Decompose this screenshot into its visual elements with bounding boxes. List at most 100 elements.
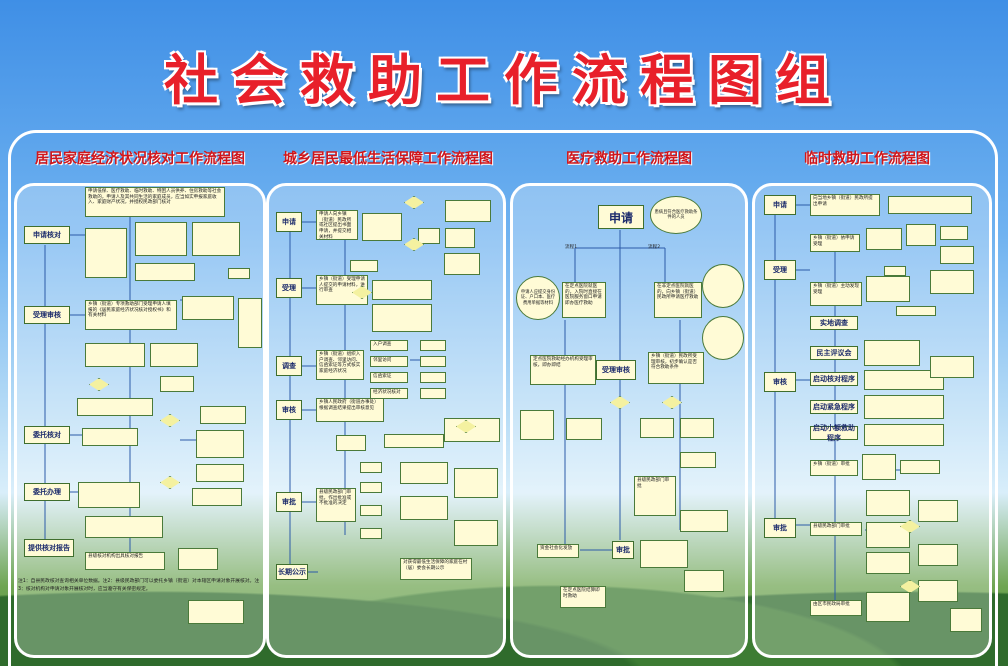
c2-box-o: [360, 528, 382, 539]
c4-box-apply: 向当地乡镇（街道）民政所提出申请: [810, 194, 880, 216]
c3-box-f: [566, 418, 602, 440]
c1-box-s: [178, 548, 218, 570]
c2-box-k: [336, 435, 366, 451]
c1-box-f: [182, 296, 234, 320]
c2-box-l: [360, 462, 382, 473]
c4-box-accept2: 乡镇（街道）主动发现受理: [810, 282, 862, 306]
c2-decision-1: [352, 286, 372, 299]
c2-stage-approve: 审批: [276, 492, 302, 512]
c3-decision-2: [662, 396, 682, 409]
c4-box-d: [940, 226, 968, 240]
c4-step-check: 启动核对程序: [810, 372, 858, 386]
c4-step-survey: 实地调查: [810, 316, 858, 330]
c2-box-e: [444, 253, 480, 275]
c4-box-a: [888, 196, 972, 214]
c4-box-h: [866, 276, 910, 302]
c4-decision-2: [900, 580, 920, 593]
c3-box-j: [680, 510, 728, 532]
c2-box-survey: 乡镇（街道）组织入户调查、邻里访问、信函索证等方式核实家庭经济状况: [316, 350, 364, 380]
c2-box-n: [360, 505, 382, 516]
c4-box-t: [918, 500, 958, 522]
c3-stage-apply: 申请: [598, 205, 644, 229]
c2-box-m: [360, 482, 382, 493]
c3-box-b: 在非定点医院就医的，向乡镇（街道）民政所申请医疗救助: [654, 282, 702, 318]
c4-box-s: [866, 552, 910, 574]
c1-decision-3: [160, 476, 180, 489]
chart-title-3: 医疗救助工作流程图: [566, 151, 692, 167]
c1-box-m: [82, 428, 138, 446]
c1-decision-1: [89, 378, 109, 391]
c3-bubble-2: 申请人应提交身份证、户口本、医疗费用单据等材料: [516, 276, 560, 320]
c3-box-fund: 资金社会化发放: [537, 544, 579, 558]
c4-box-c: [906, 224, 936, 246]
c1-box-report: 县级核对机构出具核对报告: [85, 552, 165, 570]
c2-side-4: 经济状况核对: [370, 388, 408, 399]
c1-box-t: [188, 600, 244, 624]
c4-box-q: [866, 490, 910, 516]
c4-box-b: [866, 228, 902, 250]
c4-box-u: [918, 544, 958, 566]
c2-box-d: [445, 228, 475, 248]
c2-box-h: [372, 304, 432, 332]
c2-box-r: [454, 468, 498, 498]
c1-box-o: [196, 464, 244, 482]
c3-box-l: [684, 570, 724, 592]
c2-side-3: 信函索证: [370, 372, 408, 383]
c2-stage-accept: 受理: [276, 278, 302, 298]
c3-box-c: 定点医院救助经办机构受理审核，即办即结: [530, 355, 596, 385]
c1-stage-apply: 申请核对: [24, 226, 70, 244]
c1-box-p: [78, 482, 140, 508]
c4-box-m: [864, 424, 944, 446]
c1-box-q: [192, 488, 242, 506]
c4-box-j: [864, 340, 920, 366]
c4-stage-review: 审核: [764, 372, 796, 392]
c4-step-urgent: 启动紧急程序: [810, 400, 858, 414]
c2-box-i: [384, 434, 444, 448]
c2-box-f: [350, 260, 378, 272]
c2-box-review: 乡镇人民政府（街道办事处）根据调查结果提出审核意见: [316, 398, 384, 422]
c2-box-p: [400, 462, 448, 484]
c4-box-v: [918, 580, 958, 602]
c3-box-i: [680, 452, 716, 468]
c3-box-k: [640, 540, 688, 568]
c2-box-c: [418, 228, 440, 244]
c1-box-h: [85, 343, 145, 367]
c4-box-k: [864, 370, 944, 390]
c2-box-a: [362, 213, 402, 241]
c1-stage-report: 提供核对报告: [24, 539, 74, 557]
c4-stage-approve: 审批: [764, 518, 796, 538]
c1-box-apply-note: 申请低保、医疗救助、临时救助、特困人员供养、住房救助等社会救助的，申请人及其共同…: [85, 187, 225, 217]
c2-decision-2: [404, 238, 424, 251]
outer-frame: [8, 130, 998, 666]
c1-box-e: [228, 268, 250, 279]
c2-decision-3: [404, 196, 424, 209]
chart-title-4: 临时救助工作流程图: [804, 151, 930, 167]
c3-box-e2: 县级民政部门审批: [634, 476, 676, 516]
chart-title-1: 居民家庭经济状况核对工作流程图: [35, 151, 245, 167]
c3-path-1: 流程1: [565, 245, 578, 250]
c1-box-c: [192, 222, 240, 256]
c4-decision-1: [900, 520, 920, 533]
c3-bubble-3: [702, 264, 744, 308]
c2-side-5: [420, 340, 446, 351]
c3-bubble-1: 患病且符合医疗救助条件的人员: [650, 196, 702, 234]
c1-box-k: [77, 398, 153, 416]
c3-box-g: [640, 418, 674, 438]
c2-stage-survey: 调查: [276, 356, 302, 376]
c3-bubble-4: [702, 316, 744, 360]
c4-box-f: [930, 270, 974, 294]
c4-box-n: [930, 356, 974, 378]
c4-box-i: [896, 306, 936, 316]
c1-box-n: [196, 430, 244, 458]
c4-step-council: 民主评议会: [810, 346, 858, 360]
c2-stage-review: 审核: [276, 400, 302, 420]
c1-box-j: [160, 376, 194, 392]
c2-stage-publish: 长期公示: [276, 564, 308, 580]
c3-stage-review: 受理审核: [596, 360, 636, 380]
c1-stage-accept: 受理审核: [24, 306, 70, 324]
c4-box-approve: 乡镇（街道）审批: [810, 460, 858, 476]
c1-box-i: [150, 343, 198, 367]
c4-stage-apply: 申请: [764, 195, 796, 215]
c2-side-6: [420, 356, 446, 367]
c3-box-d: 乡镇（街道）民政所受理审核，初步确认是否符合救助条件: [648, 352, 704, 384]
